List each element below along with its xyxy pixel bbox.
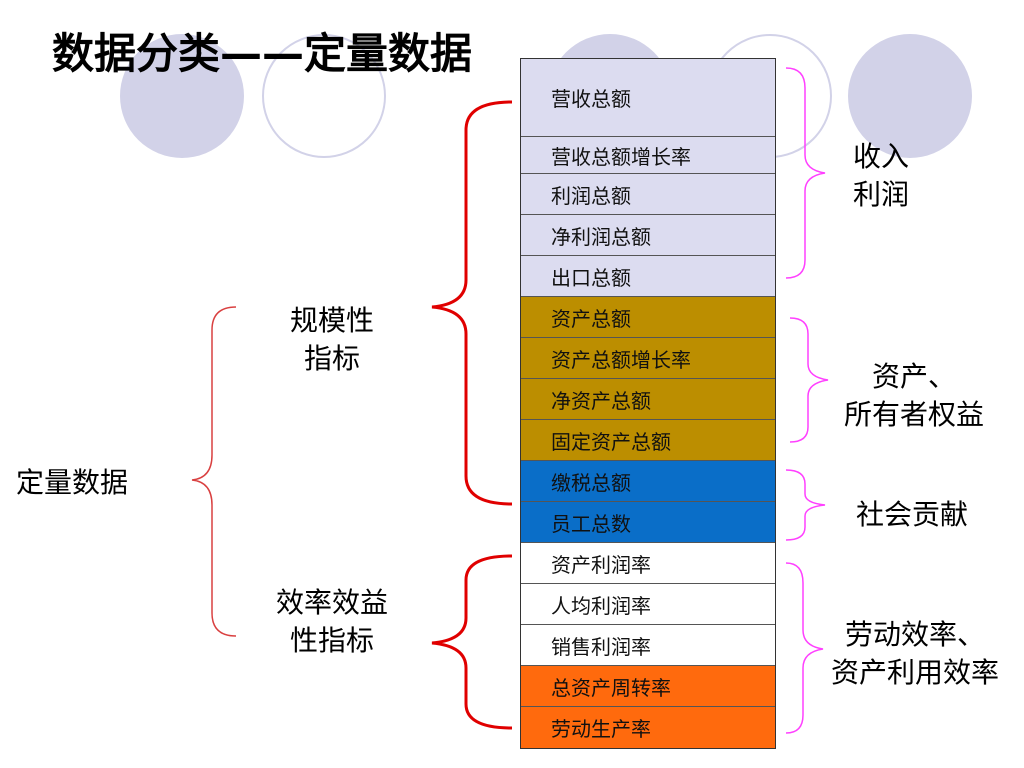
category-labor-asset-efficiency: 劳动效率、 资产利用效率 bbox=[830, 618, 999, 689]
brace-income-profit bbox=[785, 67, 826, 279]
table-row: 出口总额 bbox=[521, 256, 775, 297]
table-row: 销售利润率 bbox=[521, 625, 775, 666]
group-label-scale: 规模性 指标 bbox=[289, 304, 374, 375]
table-row: 利润总额 bbox=[521, 174, 775, 215]
slide-title: 数据分类——定量数据 bbox=[52, 29, 473, 78]
category-assets-equity: 资产、 所有者权益 bbox=[843, 360, 984, 431]
table-row: 固定资产总额 bbox=[521, 420, 775, 461]
table-row: 资产总额 bbox=[521, 297, 775, 338]
table-row: 营收总额 bbox=[521, 59, 775, 137]
table-row: 劳动生产率 bbox=[521, 707, 775, 748]
decor-circle-5 bbox=[848, 34, 972, 158]
brace-social-contribution bbox=[785, 469, 826, 541]
table-row: 净资产总额 bbox=[521, 379, 775, 420]
table-row: 资产利润率 bbox=[521, 543, 775, 584]
category-income-profit: 收入 利润 bbox=[852, 140, 909, 211]
brace-scale-indicators bbox=[431, 100, 513, 506]
brace-assets-equity bbox=[789, 317, 829, 443]
indicator-table: 营收总额 营收总额增长率 利润总额 净利润总额 出口总额 资产总额 资产总额增长… bbox=[520, 58, 776, 749]
table-row: 营收总额增长率 bbox=[521, 137, 775, 174]
table-row: 总资产周转率 bbox=[521, 666, 775, 707]
table-row: 缴税总额 bbox=[521, 461, 775, 502]
decor-circle-2 bbox=[262, 34, 386, 158]
category-social-contribution: 社会贡献 bbox=[855, 498, 968, 531]
brace-labor-asset-efficiency bbox=[785, 562, 824, 734]
table-row: 资产总额增长率 bbox=[521, 338, 775, 379]
outer-brace bbox=[191, 306, 237, 637]
brace-efficiency-indicators bbox=[431, 554, 513, 730]
table-row: 员工总数 bbox=[521, 502, 775, 543]
table-row: 净利润总额 bbox=[521, 215, 775, 256]
table-row: 人均利润率 bbox=[521, 584, 775, 625]
root-label: 定量数据 bbox=[16, 466, 129, 499]
decor-circle-1 bbox=[120, 34, 244, 158]
group-label-efficiency: 效率效益 性指标 bbox=[275, 586, 388, 657]
